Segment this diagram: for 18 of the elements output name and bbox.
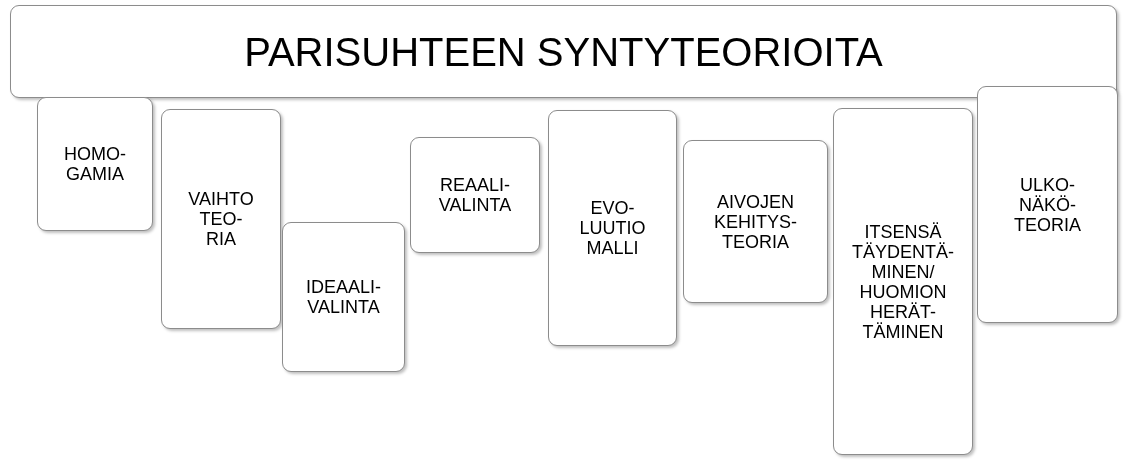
theory-name: EVO- LUUTIO MALLI	[578, 198, 647, 258]
theory-name: REAALI- VALINTA	[437, 175, 513, 215]
theory-card	[833, 108, 973, 455]
theory-name: VAIHTO TEO- RIA	[187, 189, 255, 249]
theory-name: IDEAALI- VALINTA	[305, 277, 382, 317]
theory-card	[37, 97, 153, 231]
theory-name: ULKO- NÄKÖ- TEORIA	[1013, 174, 1082, 235]
theory-card	[683, 140, 828, 303]
heading-text: PARISUHTEEN SYNTYTEORIOITA	[243, 28, 884, 75]
theory-name: ITSENSÄ TÄYDENTÄ- MINEN/ HUOMION HERÄT- TÄMINEN	[851, 221, 955, 342]
theory-name: HOMO- GAMIA	[63, 144, 127, 184]
theory-card	[410, 137, 540, 253]
theory-name: AIVOJEN KEHITYS- TEORIA	[713, 191, 798, 252]
theory-card	[548, 110, 677, 346]
theory-card	[282, 222, 405, 372]
theory-card	[977, 86, 1118, 323]
theory-card	[161, 109, 281, 329]
heading-box	[10, 5, 1117, 98]
